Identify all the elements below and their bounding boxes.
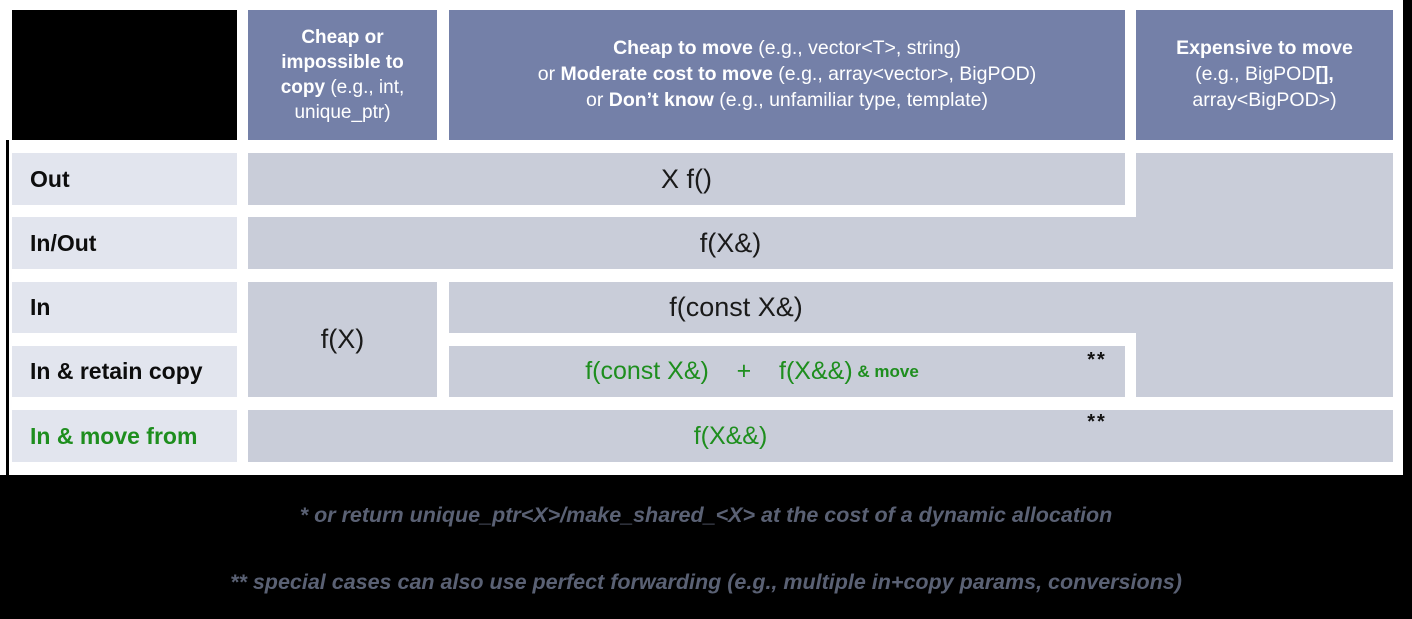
table-corner-black-box	[12, 10, 237, 140]
left-edge-black-line	[6, 140, 9, 478]
double-asterisk-marker-retain: **	[1087, 349, 1107, 371]
column-header-text: Cheap or impossible to copy (e.g., int, …	[258, 25, 427, 125]
column-header-cheap-to-copy: Cheap or impossible to copy (e.g., int, …	[248, 10, 437, 140]
text-run: (e.g., BigPOD	[1195, 63, 1316, 86]
cell-inout-reference: f(X&)	[248, 217, 1393, 269]
row-label-in-move-from: In & move from	[12, 410, 237, 462]
text-run: or	[585, 88, 609, 111]
text-run: array<BigPOD>)	[1192, 88, 1337, 111]
cell-out-return-by-value: X f()	[248, 153, 1125, 205]
column-header-expensive-to-move: Expensive to move(e.g., BigPOD[],array<B…	[1136, 10, 1393, 140]
footnote-perfect-forwarding: ** special cases can also use perfect fo…	[230, 570, 1182, 594]
text-run: (e.g., unfamiliar type, template)	[713, 88, 989, 111]
cell-in-retain-copy-overloads: f(const X&) + f(X&&) & move	[449, 346, 1125, 397]
header-line: array<BigPOD>)	[1192, 88, 1336, 114]
right-edge-black-bar	[1403, 0, 1412, 619]
text-run: Cheap or impossible to copy	[280, 26, 404, 98]
text-run: Expensive to move	[1176, 37, 1353, 60]
header-line: Expensive to move	[1176, 36, 1353, 62]
row-label-in-retain-copy: In & retain copy	[12, 346, 237, 397]
cell-in-move-from-rvalue-ref: f(X&&)	[248, 410, 1393, 462]
header-line: (e.g., BigPOD[],	[1195, 62, 1334, 88]
text-run: +	[708, 357, 780, 385]
header-line: Cheap to move (e.g., vector<T>, string)	[613, 36, 961, 62]
column-header-cheap-to-move: Cheap to move (e.g., vector<T>, string)o…	[449, 10, 1125, 140]
text-run: Cheap to move	[613, 37, 753, 60]
text-run: f(X&&)	[779, 357, 853, 385]
text-run: (e.g., vector<T>, string)	[752, 37, 961, 60]
row-label-in: In	[12, 282, 237, 333]
row-label-out: Out	[12, 153, 237, 205]
text-run: Don’t know	[608, 88, 714, 111]
cell-in-cheap-copy-by-value: f(X)	[248, 282, 437, 397]
text-run: (e.g., int, unique_ptr)	[294, 77, 405, 124]
text-run: [],	[1315, 63, 1334, 86]
cell-in-expensive-merged	[1136, 282, 1393, 397]
text-run: (e.g., array<vector>, BigPOD)	[772, 63, 1037, 86]
double-asterisk-marker-move: **	[1087, 411, 1107, 433]
row-label-in-out: In/Out	[12, 217, 237, 269]
footer-black-band	[0, 475, 1412, 619]
header-line: or Moderate cost to move (e.g., array<ve…	[538, 62, 1037, 88]
text-run: or	[537, 63, 561, 86]
footnote-dynamic-allocation: * or return unique_ptr<X>/make_shared_<X…	[299, 503, 1113, 527]
text-run: Moderate cost to move	[560, 63, 773, 86]
text-run: & move	[852, 361, 919, 381]
text-run: f(const X&)	[585, 357, 709, 385]
header-line: or Don’t know (e.g., unfamiliar type, te…	[586, 88, 988, 114]
